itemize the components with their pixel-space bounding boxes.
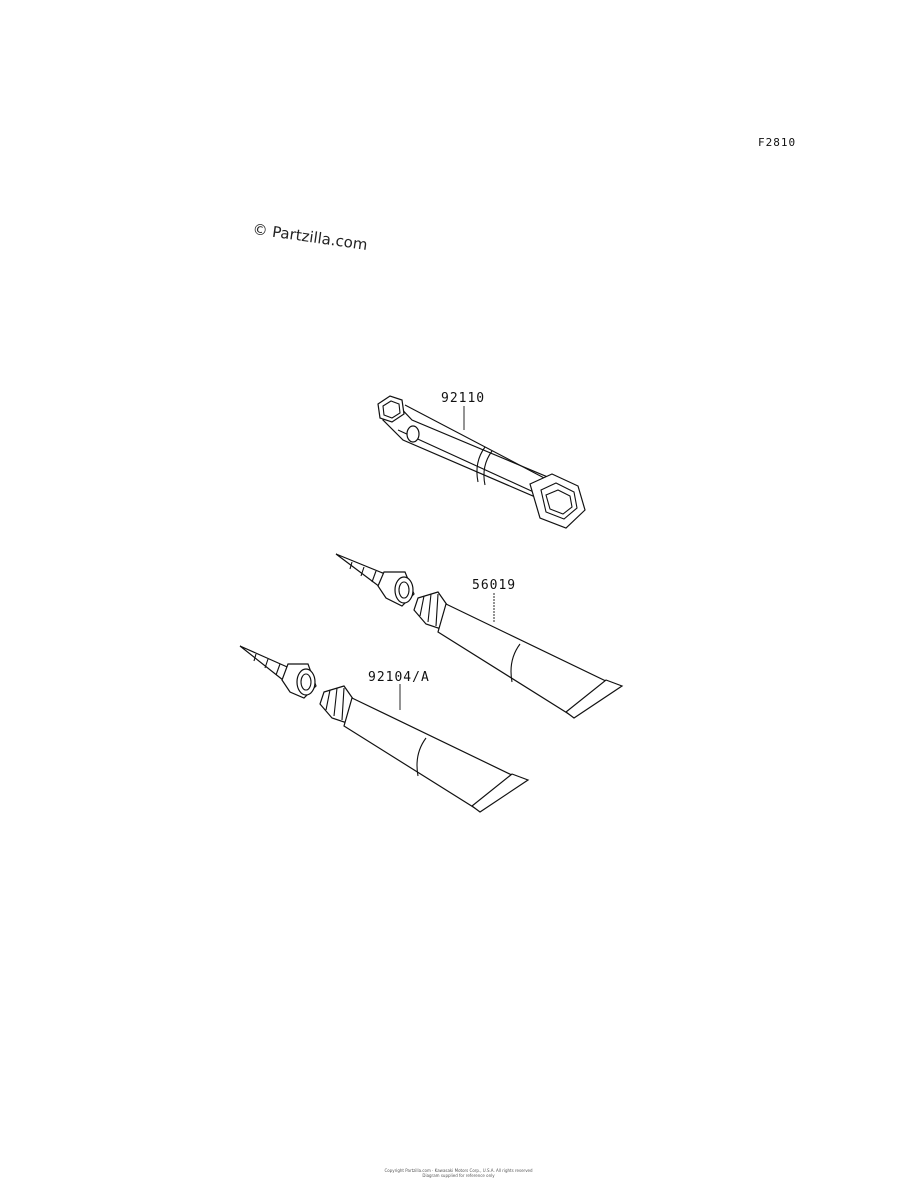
- grease-tube-upper[interactable]: [335, 553, 624, 719]
- copyright-footer: Copyright Partzilla.com · Kawasaki Motor…: [0, 1168, 917, 1178]
- part-number-56019[interactable]: 56019: [472, 578, 517, 593]
- spark-plug-wrench[interactable]: [377, 395, 586, 529]
- grease-tube-lower[interactable]: [239, 645, 530, 813]
- part-number-92110[interactable]: 92110: [441, 391, 486, 406]
- part-number-92104a[interactable]: 92104/A: [368, 670, 430, 685]
- footer-line-2: Diagram supplied for reference only: [422, 1173, 495, 1178]
- footer-line-1: Copyright Partzilla.com · Kawasaki Motor…: [384, 1168, 533, 1173]
- figure-code: F2810: [758, 136, 797, 149]
